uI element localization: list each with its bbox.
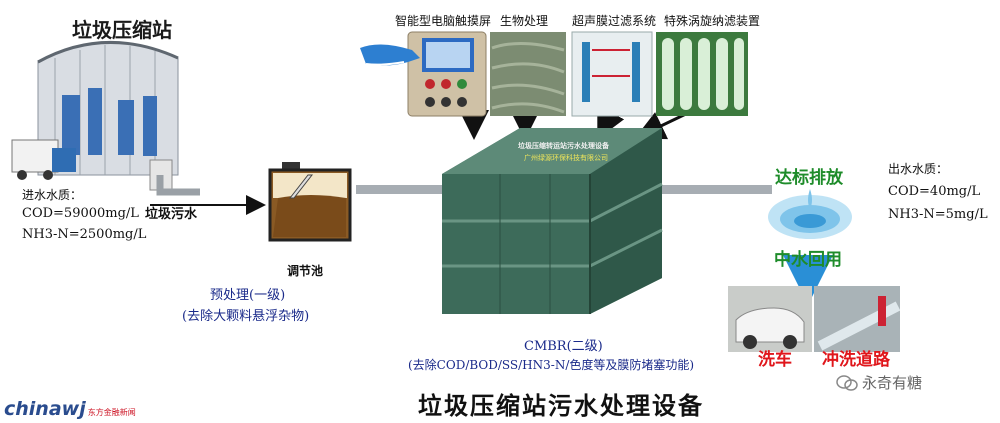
main-title: 垃圾压缩站污水处理设备 [418, 392, 704, 420]
water-splash-illustration [768, 189, 852, 239]
vortex-nanofiltration-label: 特殊涡旋纳滤装置 [664, 14, 761, 28]
ultrasonic-membrane-label: 超声膜过滤系统 [572, 14, 657, 28]
pipe-tank-to-equipment [356, 185, 448, 194]
watermark-text: 永奇有糖 [862, 374, 923, 392]
process-thumbnails [360, 31, 748, 117]
inlet-nh3-value: NH3-N=2500mg/L [22, 227, 147, 242]
bio-treatment-thumbnail [490, 32, 566, 116]
regulating-tank-label: 调节池 [287, 264, 324, 278]
pretreatment-stage-name: 预处理(一级) [210, 288, 286, 303]
cmbr-equipment-illustration [442, 128, 663, 314]
site-logo: chinawj 东方金融新闻 [4, 398, 136, 420]
touchscreen-panel-thumbnail [360, 31, 487, 117]
water-reuse-label: 中水回用 [774, 250, 842, 270]
wechat-icon [836, 374, 858, 391]
logo-brand: chinawj [4, 398, 86, 420]
pretreatment-stage-desc: (去除大颗料悬浮杂物) [182, 309, 310, 324]
bio-treatment-label: 生物处理 [500, 14, 549, 28]
cmbr-stage-name: CMBR(二级) [524, 339, 603, 354]
equipment-plate-line2: 广州绿源环保科技有限公司 [524, 154, 608, 162]
discharge-label: 达标排放 [775, 168, 843, 188]
car-wash-label: 洗车 [758, 350, 792, 370]
reuse-scene-illustration [728, 286, 900, 352]
station-title: 垃圾压缩站 [72, 18, 172, 42]
compression-station-illustration [11, 40, 200, 196]
inlet-cod-value: COD=59000mg/L [22, 206, 139, 221]
outlet-cod-value: COD=40mg/L [888, 184, 981, 199]
logo-sub: 东方金融新闻 [87, 408, 136, 417]
ultrasonic-membrane-thumbnail [571, 31, 653, 117]
inlet-quality-heading: 进水水质： [22, 188, 83, 202]
touchscreen-label: 智能型电脑触摸屏 [395, 14, 492, 28]
watermark: 永奇有糖 [836, 372, 922, 393]
outlet-nh3-value: NH3-N=5mg/L [888, 207, 988, 222]
vortex-nanofiltration-thumbnail [656, 32, 748, 116]
outlet-quality-heading: 出水水质： [888, 162, 949, 176]
regulating-tank-illustration [268, 162, 352, 242]
cmbr-stage-desc: (去除COD/BOD/SS/HN3-N/色度等及膜防堵塞功能) [408, 358, 695, 372]
wastewater-flow-label: 垃圾污水 [145, 207, 198, 222]
equipment-plate-line1: 垃圾压缩转运站污水处理设备 [518, 142, 609, 150]
road-wash-label: 冲洗道路 [822, 350, 890, 370]
pipe-equipment-to-outlet [652, 185, 772, 194]
